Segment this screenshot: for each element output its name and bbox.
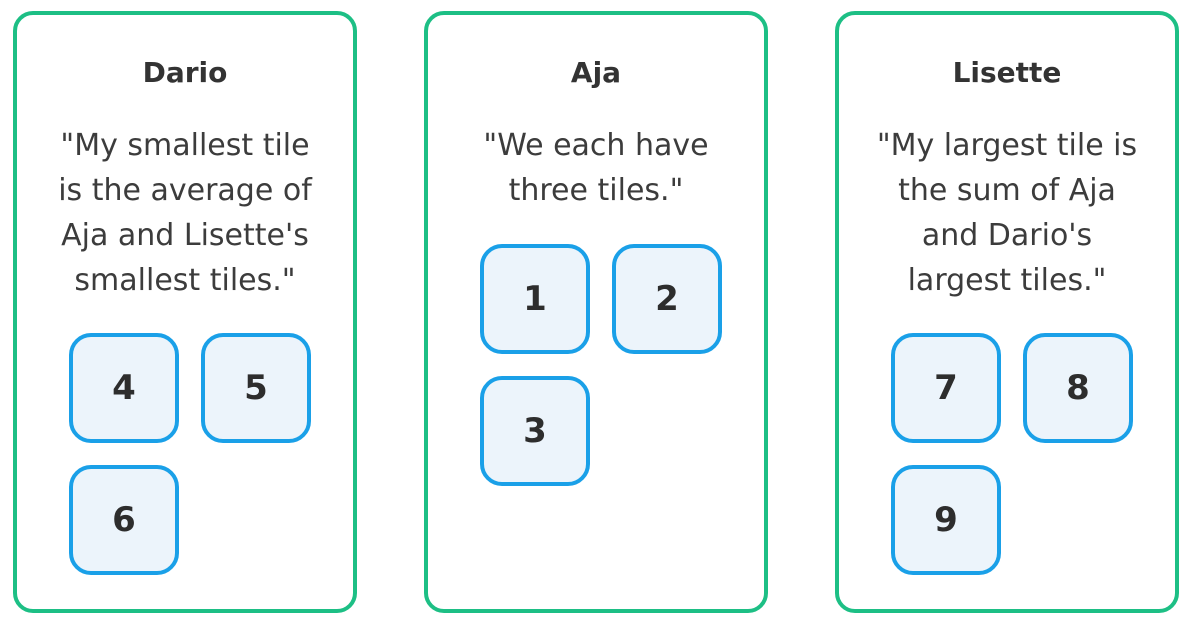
card-lisette: Lisette "My largest tile is the sum of A… (835, 11, 1179, 613)
card-name: Dario (142, 56, 228, 89)
number-tile: 6 (69, 465, 179, 575)
number-tile: 8 (1023, 333, 1133, 443)
number-tile: 2 (612, 244, 722, 354)
number-tile: 4 (69, 333, 179, 443)
card-dario: Dario "My smallest tile is the average o… (13, 11, 357, 613)
card-quote: "My smallest tile is the average of Aja … (58, 128, 312, 298)
number-tile: 3 (480, 376, 590, 486)
card-name: Aja (570, 56, 622, 89)
number-tile: 1 (480, 244, 590, 354)
number-tile: 7 (891, 333, 1001, 443)
card-name: Lisette (952, 56, 1062, 89)
card-aja: Aja "We each have three tiles." 1 2 3 (424, 11, 768, 613)
number-tile: 5 (201, 333, 311, 443)
card-quote: "My largest tile is the sum of Aja and D… (876, 128, 1138, 298)
card-quote: "We each have three tiles." (483, 128, 709, 208)
number-tile: 9 (891, 465, 1001, 575)
